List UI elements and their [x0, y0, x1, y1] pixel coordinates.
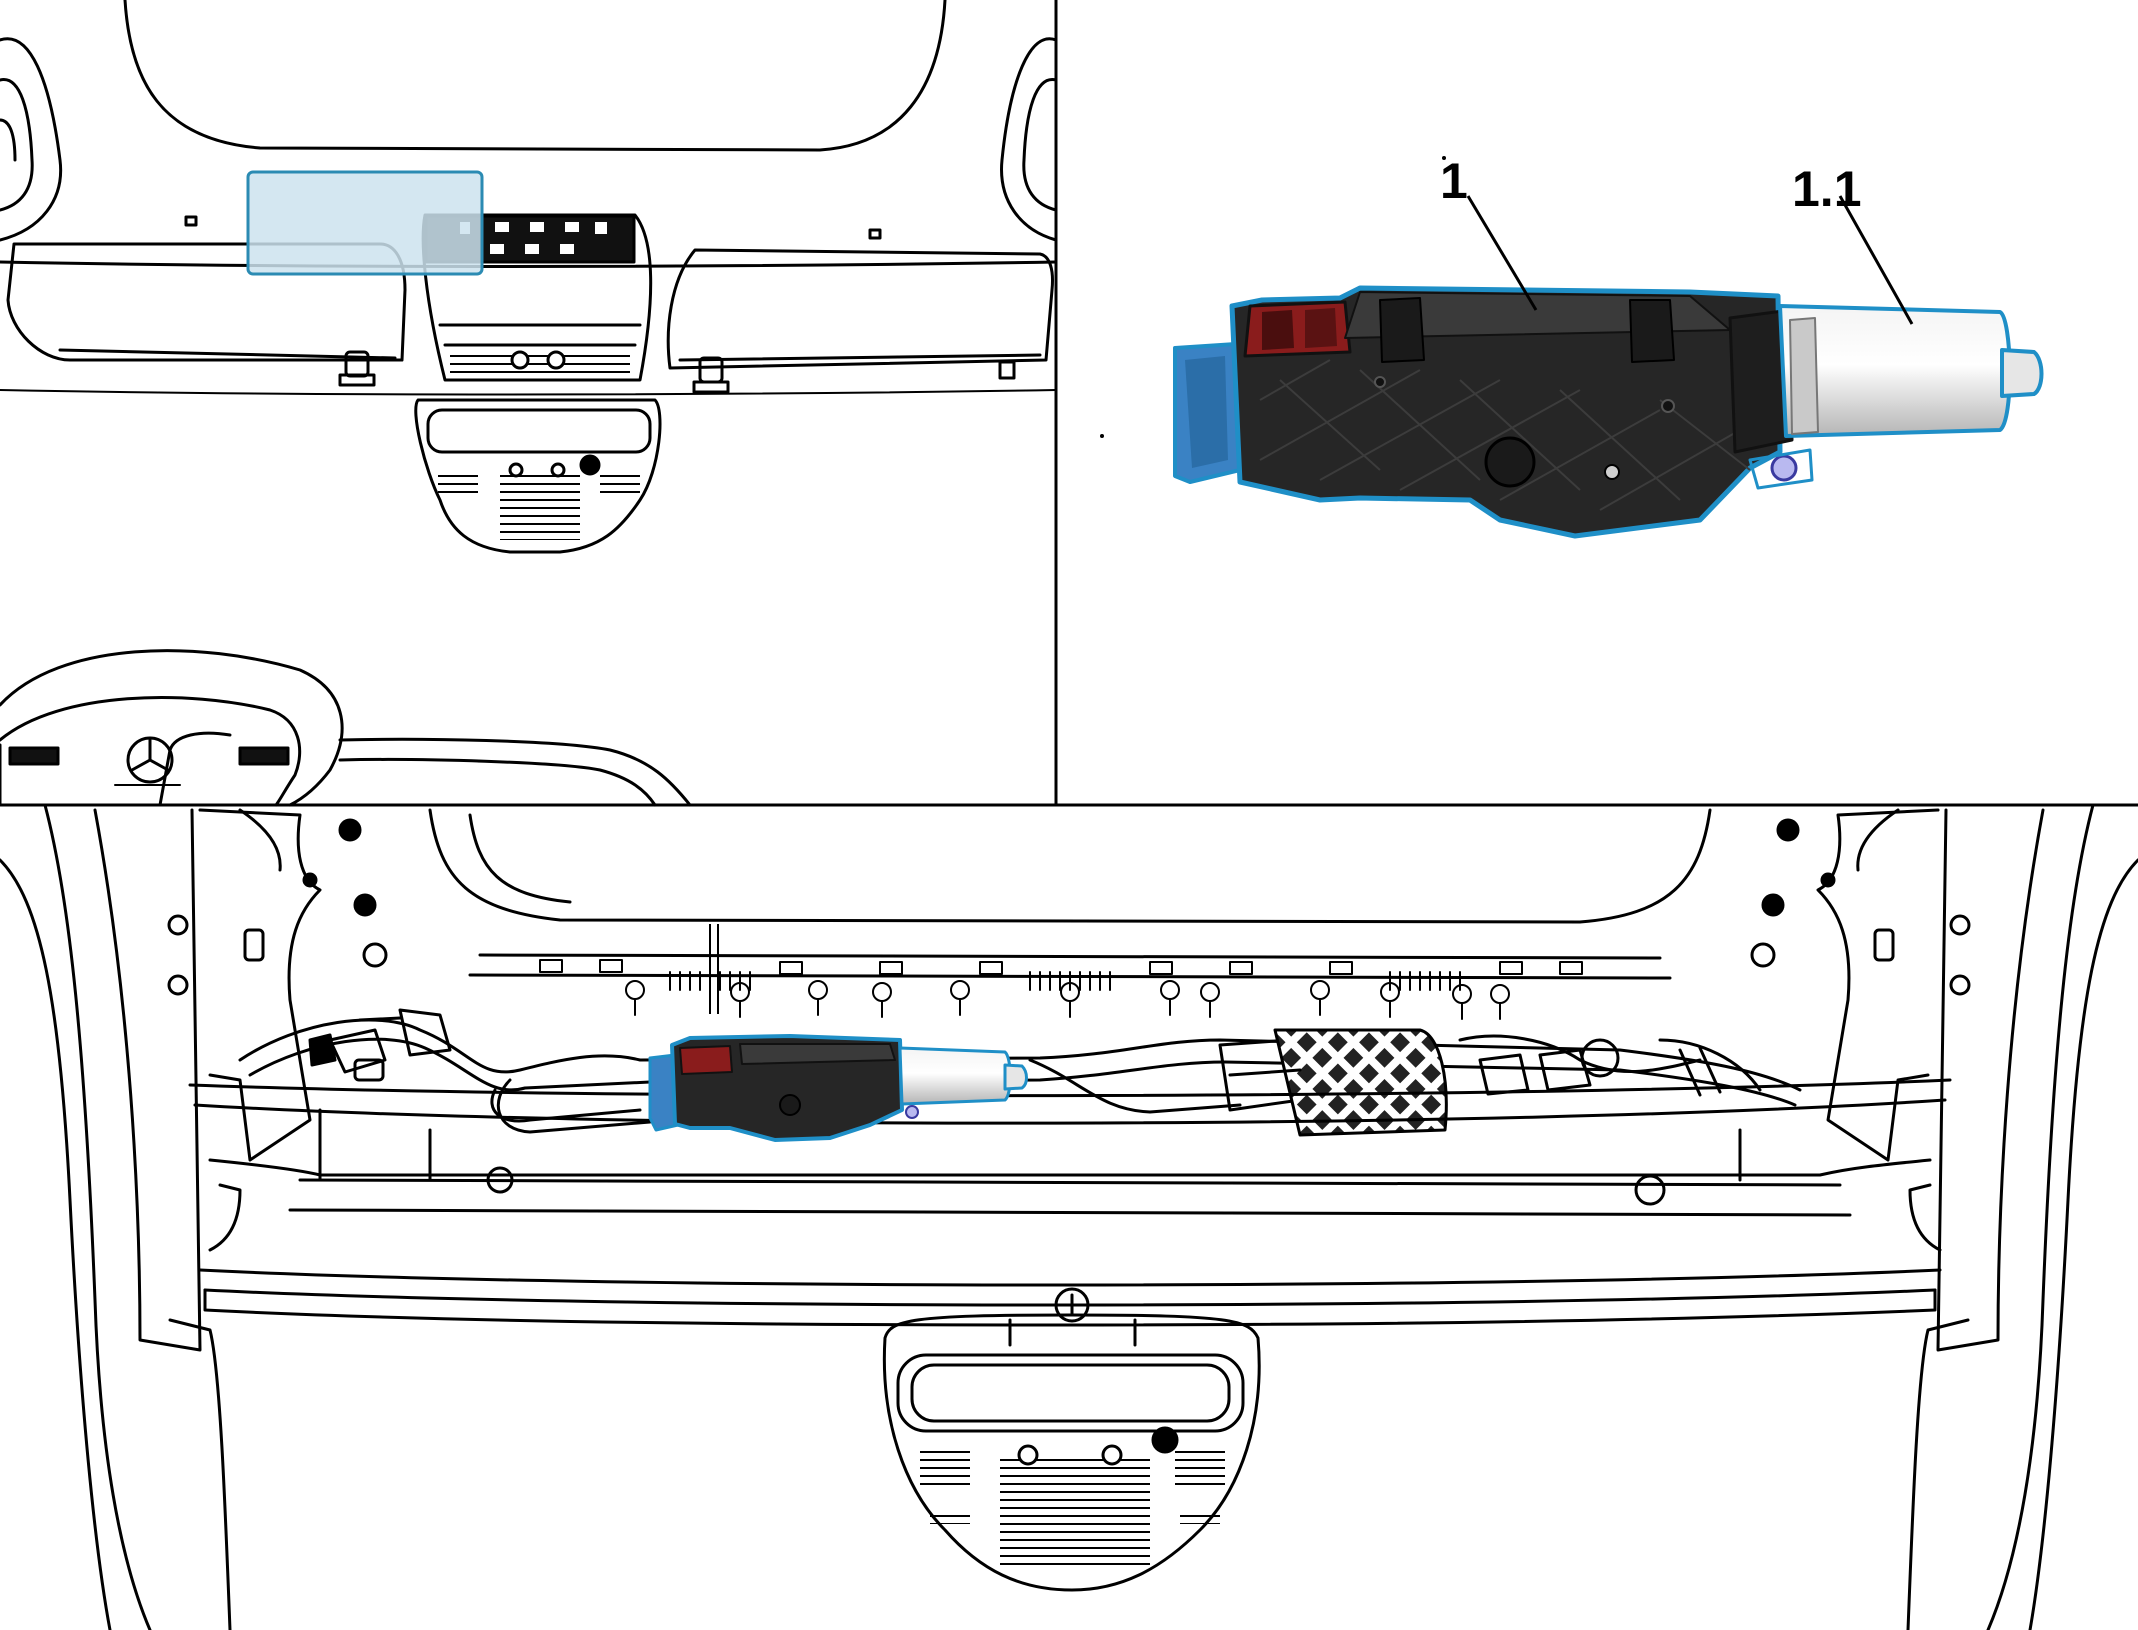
right-sun-visor: [666, 248, 1054, 370]
center-screw: [1054, 1287, 1090, 1323]
left-a-pillar: [0, 37, 63, 242]
component-detail: [1173, 285, 2044, 539]
stray-dot: [1100, 434, 1104, 438]
highlight-zone: [246, 170, 484, 276]
lower-cross-member: [188, 1078, 1952, 1098]
installed-component: [648, 1034, 1028, 1142]
wiring-harness: [238, 1018, 1802, 1092]
panel-dividers: [0, 0, 2138, 807]
installation-view: [0, 803, 2138, 1630]
right-b-pillar: [2028, 858, 2138, 1630]
rear-view-mirror: [414, 398, 662, 554]
overview-panel: [0, 0, 1058, 807]
stray-dot: [1442, 156, 1446, 160]
steering-wheel: [0, 649, 344, 807]
left-b-pillar: [0, 858, 112, 1630]
callout-part-1-1: 1.1: [1792, 161, 1862, 217]
right-a-pillar: [1000, 37, 1058, 242]
roof-opening: [428, 808, 1712, 924]
callout-part-1: 1: [1440, 153, 1468, 209]
windshield-edge: [123, 0, 947, 152]
callout-leaders: [1466, 195, 1914, 325]
